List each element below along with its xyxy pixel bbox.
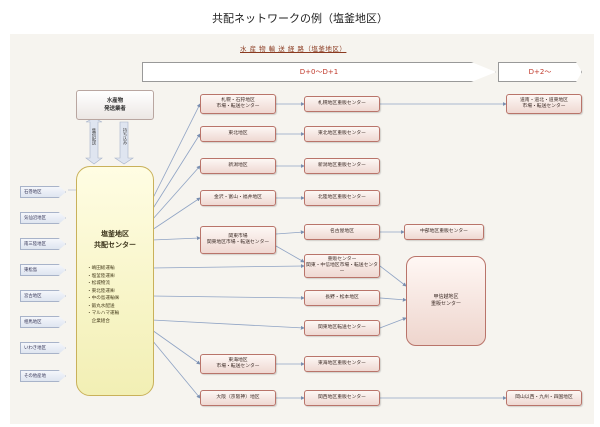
node-hokuriku: 金沢・富山・福井地区 bbox=[200, 190, 276, 206]
koshinetsu-line1: 甲信越地区 bbox=[433, 294, 459, 300]
inbound-area: 気仙沼地区 bbox=[20, 212, 66, 224]
hub-member: ・鍛丸水配送 bbox=[87, 303, 115, 309]
inbound-area: 相馬地区 bbox=[20, 316, 66, 328]
node-tokai-sales: 東海地区重販センター bbox=[304, 356, 380, 372]
shipper-box: 水産物 発送業者 bbox=[76, 90, 154, 120]
timeline-arrow-d0-d1: D+0〜D+1 bbox=[142, 62, 496, 82]
vertical-label-collect: 集荷配送 bbox=[91, 128, 96, 146]
inbound-area: いわき地区 bbox=[20, 342, 66, 354]
node-niigata: 新潟地区 bbox=[200, 158, 276, 174]
hub-title: 塩釜地区 共配センター bbox=[77, 229, 153, 251]
node-tohoku-sales: 東北地区重販センター bbox=[304, 126, 380, 142]
hub-member: ・マルハマ運輸 bbox=[87, 311, 120, 316]
shipper-line2: 発送業者 bbox=[104, 106, 126, 112]
node-niigata-sales: 新潟地区重販センター bbox=[304, 158, 380, 174]
timeline-label: D+0〜D+1 bbox=[299, 68, 339, 76]
timeline-label: D+2〜 bbox=[528, 68, 552, 76]
node-tohoku: 東北地区 bbox=[200, 126, 276, 142]
koshinetsu-line2: 重販センター bbox=[430, 301, 461, 307]
page-title: 共配ネットワークの例（塩釜地区） bbox=[212, 12, 388, 25]
hub-member: 企業組合 bbox=[87, 318, 110, 324]
inbound-area: 石巻地区 bbox=[20, 186, 66, 198]
timeline-arrow-d2: D+2〜 bbox=[498, 62, 582, 82]
hub-title-line2: 共配センター bbox=[94, 241, 136, 249]
node-sapporo-sales: 札幌地区重販センター bbox=[304, 96, 380, 112]
hub-title-line1: 塩釜地区 bbox=[101, 230, 129, 238]
node-hokkaido-regions: 道南・道北・道東地区 市場・転送センター bbox=[506, 94, 582, 114]
hub-member: ・嶋田総運輸 bbox=[87, 266, 115, 271]
node-koshinetsu-sales: 甲信越地区 重販センター bbox=[406, 256, 486, 346]
node-tokai-market: 東海地区 市場・転送センター bbox=[200, 354, 276, 374]
node-kanto-transfer: 関東地区転送センター bbox=[304, 320, 380, 336]
node-osaka: 大阪（京阪神）地区 bbox=[200, 390, 276, 406]
node-okayama-west: 岡山以西・九州・四国地区 bbox=[506, 390, 582, 406]
node-sapporo-market: 札幌・石狩地区 市場・転送センター bbox=[200, 94, 276, 114]
hub-member: ・松城物流 bbox=[87, 281, 110, 286]
shipper-line1: 水産物 bbox=[106, 98, 124, 104]
node-kansai-sales: 関西地区重販センター bbox=[304, 390, 380, 406]
hub-member-list: ・嶋田総運輸 ・塩釜陸運㈱ ・松城物流 ・東北陸運㈱ ・中の島運輸㈱ ・鍛丸水配… bbox=[87, 265, 119, 325]
hub-member: ・東北陸運㈱ bbox=[87, 288, 115, 294]
diagram-subtitle: 水 産 物 輸 送 経 路（塩釜地区） bbox=[240, 45, 347, 53]
inbound-area: 宮古地区 bbox=[20, 290, 66, 302]
inbound-area: その他産地 bbox=[20, 370, 66, 382]
node-hokuriku-sales: 北陸地区重販センター bbox=[304, 190, 380, 206]
hub-center: 塩釜地区 共配センター ・嶋田総運輸 ・塩釜陸運㈱ ・松城物流 ・東北陸運㈱ ・… bbox=[76, 166, 154, 396]
inbound-area: 東松島 bbox=[20, 264, 66, 276]
hub-member: ・中の島運輸㈱ bbox=[87, 296, 120, 301]
node-chubu-sales: 中部地区重販センター bbox=[404, 224, 484, 240]
node-kanto-chushin: 重販センター 関東・中信地区市場・転送センター bbox=[304, 254, 380, 278]
hub-member: ・塩釜陸運㈱ bbox=[87, 273, 115, 279]
node-kanto-market: 関東市場 関東地区市場・転送センター bbox=[200, 226, 276, 254]
node-nagano: 長野・松本地区 bbox=[304, 290, 380, 306]
inbound-area: 南三陸地区 bbox=[20, 238, 66, 250]
node-nagoya: 名古屋地区 bbox=[304, 224, 380, 240]
vertical-label-bring: 持ち込み bbox=[122, 128, 127, 146]
